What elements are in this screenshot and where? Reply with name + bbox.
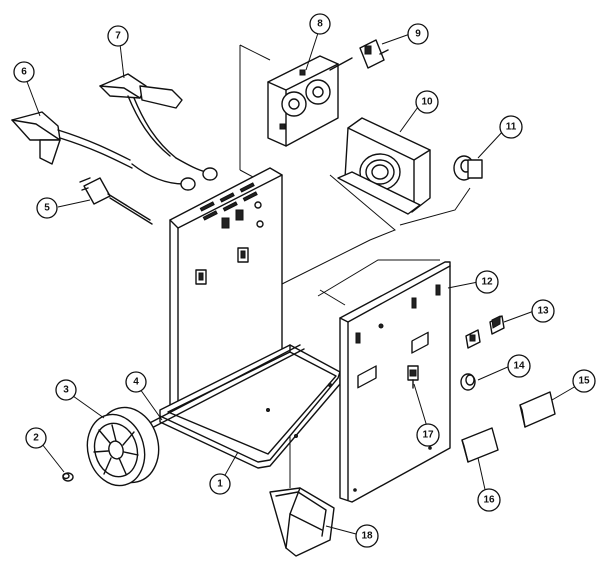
svg-text:11: 11 [506,122,517,133]
svg-text:12: 12 [481,277,493,288]
svg-text:13: 13 [537,306,549,317]
callout-14: 14 [507,354,531,378]
meter-lens [519,391,556,428]
svg-text:15: 15 [578,376,590,387]
front-panel [339,261,451,503]
svg-text:2: 2 [33,433,39,444]
callout-15: 15 [572,369,596,393]
clamp-negative [11,111,196,191]
svg-text:6: 6 [21,67,27,78]
callout-10: 10 [415,90,439,114]
svg-text:9: 9 [415,29,421,40]
svg-text:5: 5 [44,203,50,214]
power-cord-plug [79,177,153,225]
callout-12: 12 [475,270,499,294]
hub-cap [62,472,74,482]
callout-11: 11 [499,115,523,139]
transformer [337,117,431,215]
svg-text:18: 18 [361,531,373,542]
callout-18: 18 [355,524,379,548]
svg-text:14: 14 [513,361,525,372]
timer [453,155,483,181]
wheel [86,406,160,487]
handle [269,487,335,557]
callout-9: 9 [407,23,429,45]
svg-text:8: 8 [317,19,323,30]
callout-2: 2 [25,427,47,449]
svg-text:3: 3 [63,385,69,396]
callout-8: 8 [309,13,331,35]
small-switch [465,329,481,349]
rectifier-board [267,55,353,147]
clamp-positive [99,73,218,181]
callout-4: 4 [125,371,147,393]
svg-text:1: 1 [217,479,223,490]
svg-text:4: 4 [133,377,139,388]
axle [139,344,305,433]
callout-17: 17 [416,423,440,447]
svg-text:7: 7 [115,31,121,42]
callout-1: 1 [209,473,231,495]
callout-6: 6 [13,61,35,83]
svg-text:10: 10 [421,97,433,108]
leader-lines [25,32,577,535]
knob [460,373,476,391]
rocker-switch [489,315,505,335]
svg-text:16: 16 [483,495,495,506]
callout-16: 16 [477,488,501,512]
ammeter [461,427,499,463]
side-plate-outline [317,259,440,297]
svg-text:17: 17 [422,430,434,441]
callout-3: 3 [55,379,77,401]
selector-switch [407,365,419,389]
callout-5: 5 [36,197,58,219]
callout-7: 7 [107,25,129,47]
callout-13: 13 [531,299,555,323]
circuit-breaker [359,39,389,69]
